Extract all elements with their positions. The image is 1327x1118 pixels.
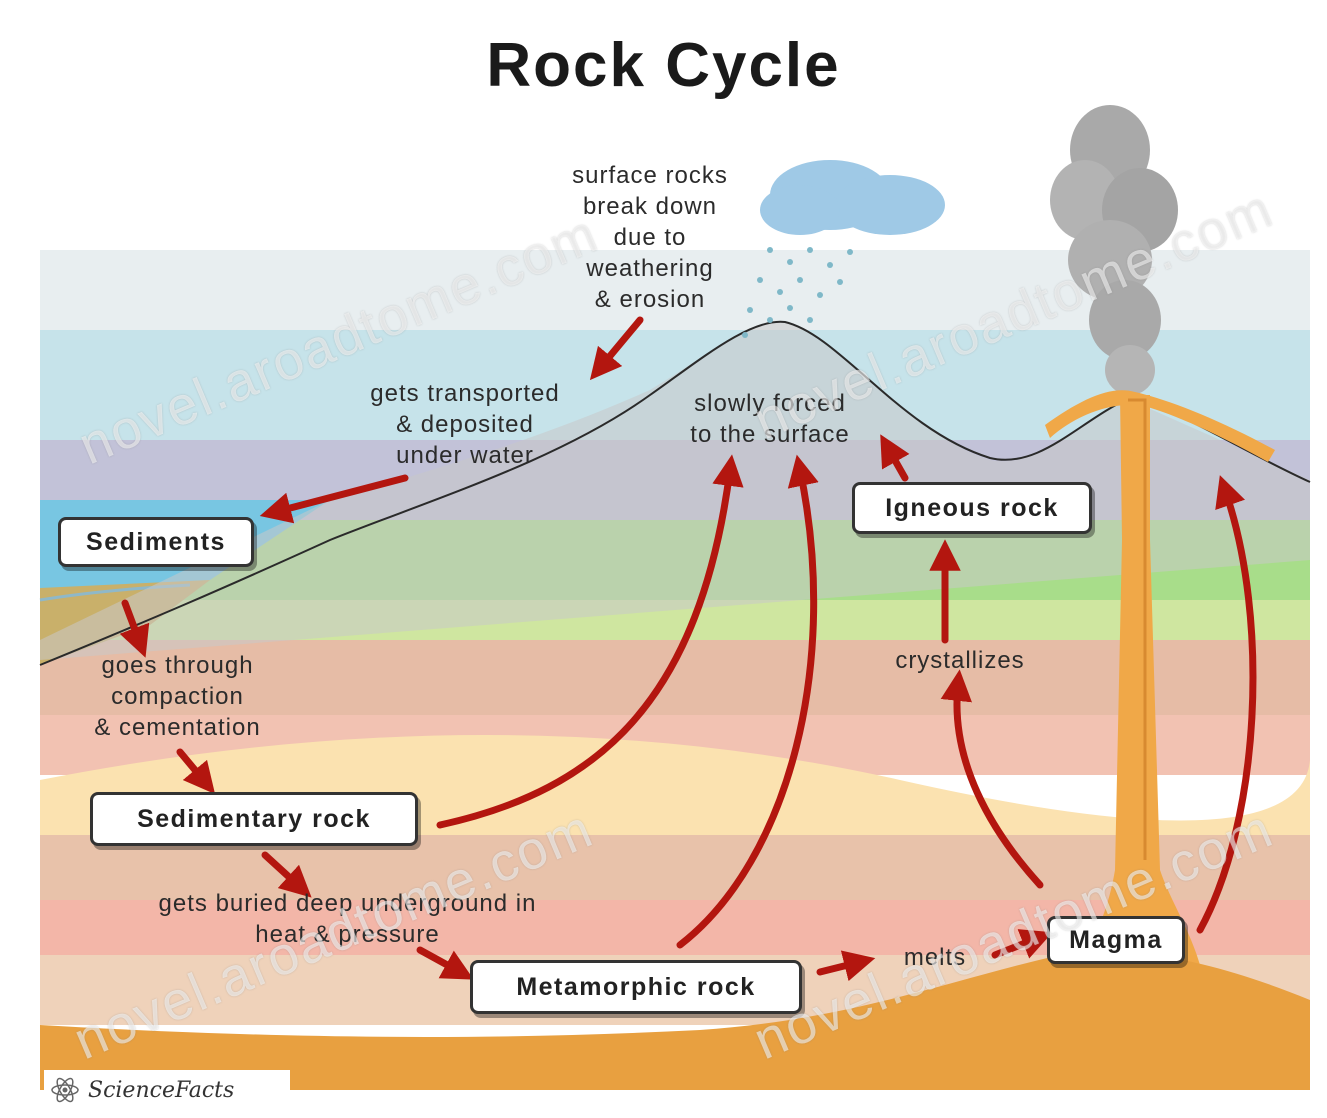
box-sedimentary-rock: Sedimentary rock (90, 792, 418, 846)
caption-weathering: surface rocks break down due to weatheri… (540, 160, 760, 315)
caption-compaction: goes through compaction & cementation (55, 650, 300, 743)
box-magma: Magma (1047, 916, 1185, 964)
caption-transported: gets transported & deposited under water (330, 378, 600, 471)
caption-forced: slowly forced to the surface (660, 388, 880, 450)
diagram-title: Rock Cycle (0, 30, 1327, 101)
sciencefacts-logo: ScienceFacts (44, 1070, 290, 1110)
box-igneous-rock: Igneous rock (852, 482, 1092, 534)
atom-icon (50, 1075, 80, 1105)
box-metamorphic-rock: Metamorphic rock (470, 960, 802, 1014)
caption-melts: melts (875, 942, 995, 973)
caption-crystallizes: crystallizes (870, 645, 1050, 676)
caption-buried: gets buried deep underground in heat & p… (95, 888, 600, 950)
box-sediments: Sediments (58, 517, 254, 567)
logo-text: ScienceFacts (88, 1078, 234, 1103)
